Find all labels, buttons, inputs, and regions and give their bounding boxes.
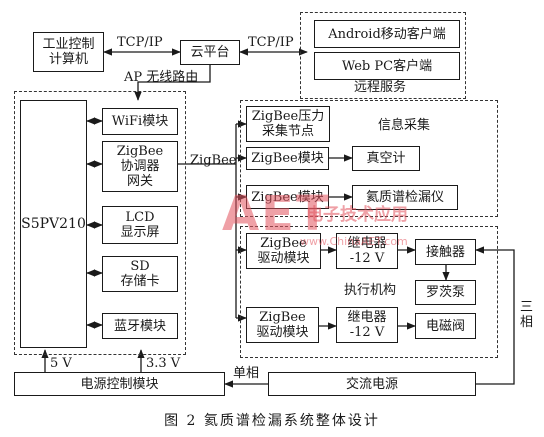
contactor-node: 接触器 xyxy=(415,239,476,265)
lcd-display-node: LCD 显示屏 xyxy=(102,206,178,244)
tcpip-left-label: TCP/IP xyxy=(117,35,163,50)
v33-label: 3.3 V xyxy=(146,356,181,371)
bluetooth-module-node: 蓝牙模块 xyxy=(102,313,178,339)
cloud-platform-node: 云平台 xyxy=(180,40,240,65)
power-control-node: 电源控制模块 xyxy=(14,372,225,396)
controller-group xyxy=(14,91,186,355)
remote-service-group xyxy=(300,12,466,99)
relay1-node: 继电器 -12 V xyxy=(336,233,398,269)
wifi-module-node: WiFi模块 xyxy=(102,108,178,135)
ac-power-node: 交流电源 xyxy=(268,372,476,396)
info-collection-label: 信息采集 xyxy=(378,118,431,133)
vacuum-gauge-node: 真空计 xyxy=(352,146,420,171)
info-collection-group xyxy=(240,100,498,217)
sd-card-node: SD 存储卡 xyxy=(102,256,178,292)
web-client-node: Web PC客户端 xyxy=(314,52,460,80)
watermark-logo: AET xyxy=(222,186,331,242)
remote-service-label: 远程服务 xyxy=(354,80,407,95)
watermark-url: www.ChinaAET.com xyxy=(300,235,408,248)
watermark-cn: 电子技术应用 xyxy=(306,205,408,225)
edge-three-phase xyxy=(475,246,515,385)
single-phase-label: 单相 xyxy=(233,366,260,381)
solenoid-valve-node: 电磁阀 xyxy=(415,313,476,339)
figure-caption: 图 2 氦质谱检漏系统整体设计 xyxy=(164,413,380,429)
actuator-label: 执行机构 xyxy=(344,283,397,298)
roots-pump-node: 罗茨泵 xyxy=(415,280,476,305)
ap-router-label: AP 无线路由 xyxy=(124,70,199,85)
zigbee-leak-module-node: ZigBee模块 xyxy=(246,185,329,209)
relay2-node: 继电器 -12 V xyxy=(336,307,398,343)
three-phase-label: 三 相 xyxy=(520,300,534,330)
zigbee-drive2-node: ZigBee 驱动模块 xyxy=(246,307,319,343)
industrial-pc-node: 工业控制 计算机 xyxy=(33,32,104,72)
zigbee-bus-label: ZigBee xyxy=(190,153,237,168)
zigbee-pressure-node: ZigBee压力 采集节点 xyxy=(246,106,330,142)
tcpip-right-label: TCP/IP xyxy=(248,35,294,50)
v5-label: 5 V xyxy=(50,356,72,371)
s5pv210-node: S5PV210 xyxy=(20,100,87,348)
zigbee-drive1-node: ZigBee 驱动模块 xyxy=(246,233,321,269)
zigbee-vacuum-module-node: ZigBee模块 xyxy=(246,147,329,170)
actuator-group xyxy=(240,226,498,358)
zigbee-gateway-node: ZigBee 协调器 网关 xyxy=(102,141,178,192)
android-client-node: Android移动客户端 xyxy=(314,20,460,48)
leak-detector-node: 氦质谱检漏仪 xyxy=(352,185,458,210)
